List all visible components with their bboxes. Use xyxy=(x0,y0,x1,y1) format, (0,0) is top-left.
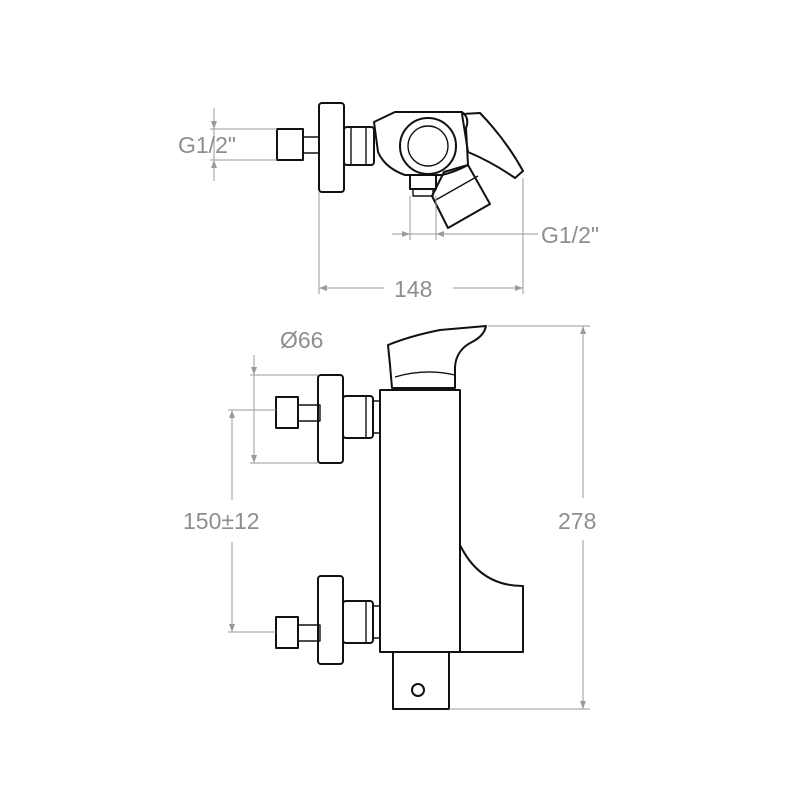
front-lower-inlet-nut xyxy=(275,616,299,649)
front-lever xyxy=(387,325,487,389)
dim-inlet-thread-label: G1/2" xyxy=(178,132,236,158)
front-upper-flange xyxy=(317,374,344,464)
top-view: G1/2" G1/2" 148 xyxy=(178,102,599,302)
top-spout xyxy=(431,164,491,229)
top-coupling-nut xyxy=(343,126,375,166)
dim-width-label: 148 xyxy=(394,276,432,302)
front-spout xyxy=(459,544,524,653)
top-inlet-neck xyxy=(302,136,320,154)
top-outlet-stub xyxy=(409,174,437,190)
front-view: Ø66 150±12 278 xyxy=(183,325,596,710)
front-lower-coupling xyxy=(342,600,374,644)
front-bottom-housing xyxy=(392,651,450,710)
front-body xyxy=(379,389,461,653)
front-upper-inlet-nut xyxy=(275,396,299,429)
dim-height-label: 278 xyxy=(558,508,596,534)
dim-flange-diameter-label: Ø66 xyxy=(280,327,323,353)
front-upper-coupling xyxy=(342,395,374,439)
dim-outlet-thread-label: G1/2" xyxy=(541,222,599,248)
top-lever xyxy=(461,112,524,179)
front-bottom-screw xyxy=(411,683,425,697)
dim-inlet-spacing-label: 150±12 xyxy=(183,508,260,534)
top-inlet-nut xyxy=(276,128,304,161)
top-body xyxy=(373,111,469,176)
top-flange xyxy=(318,102,345,193)
front-lower-flange xyxy=(317,575,344,665)
